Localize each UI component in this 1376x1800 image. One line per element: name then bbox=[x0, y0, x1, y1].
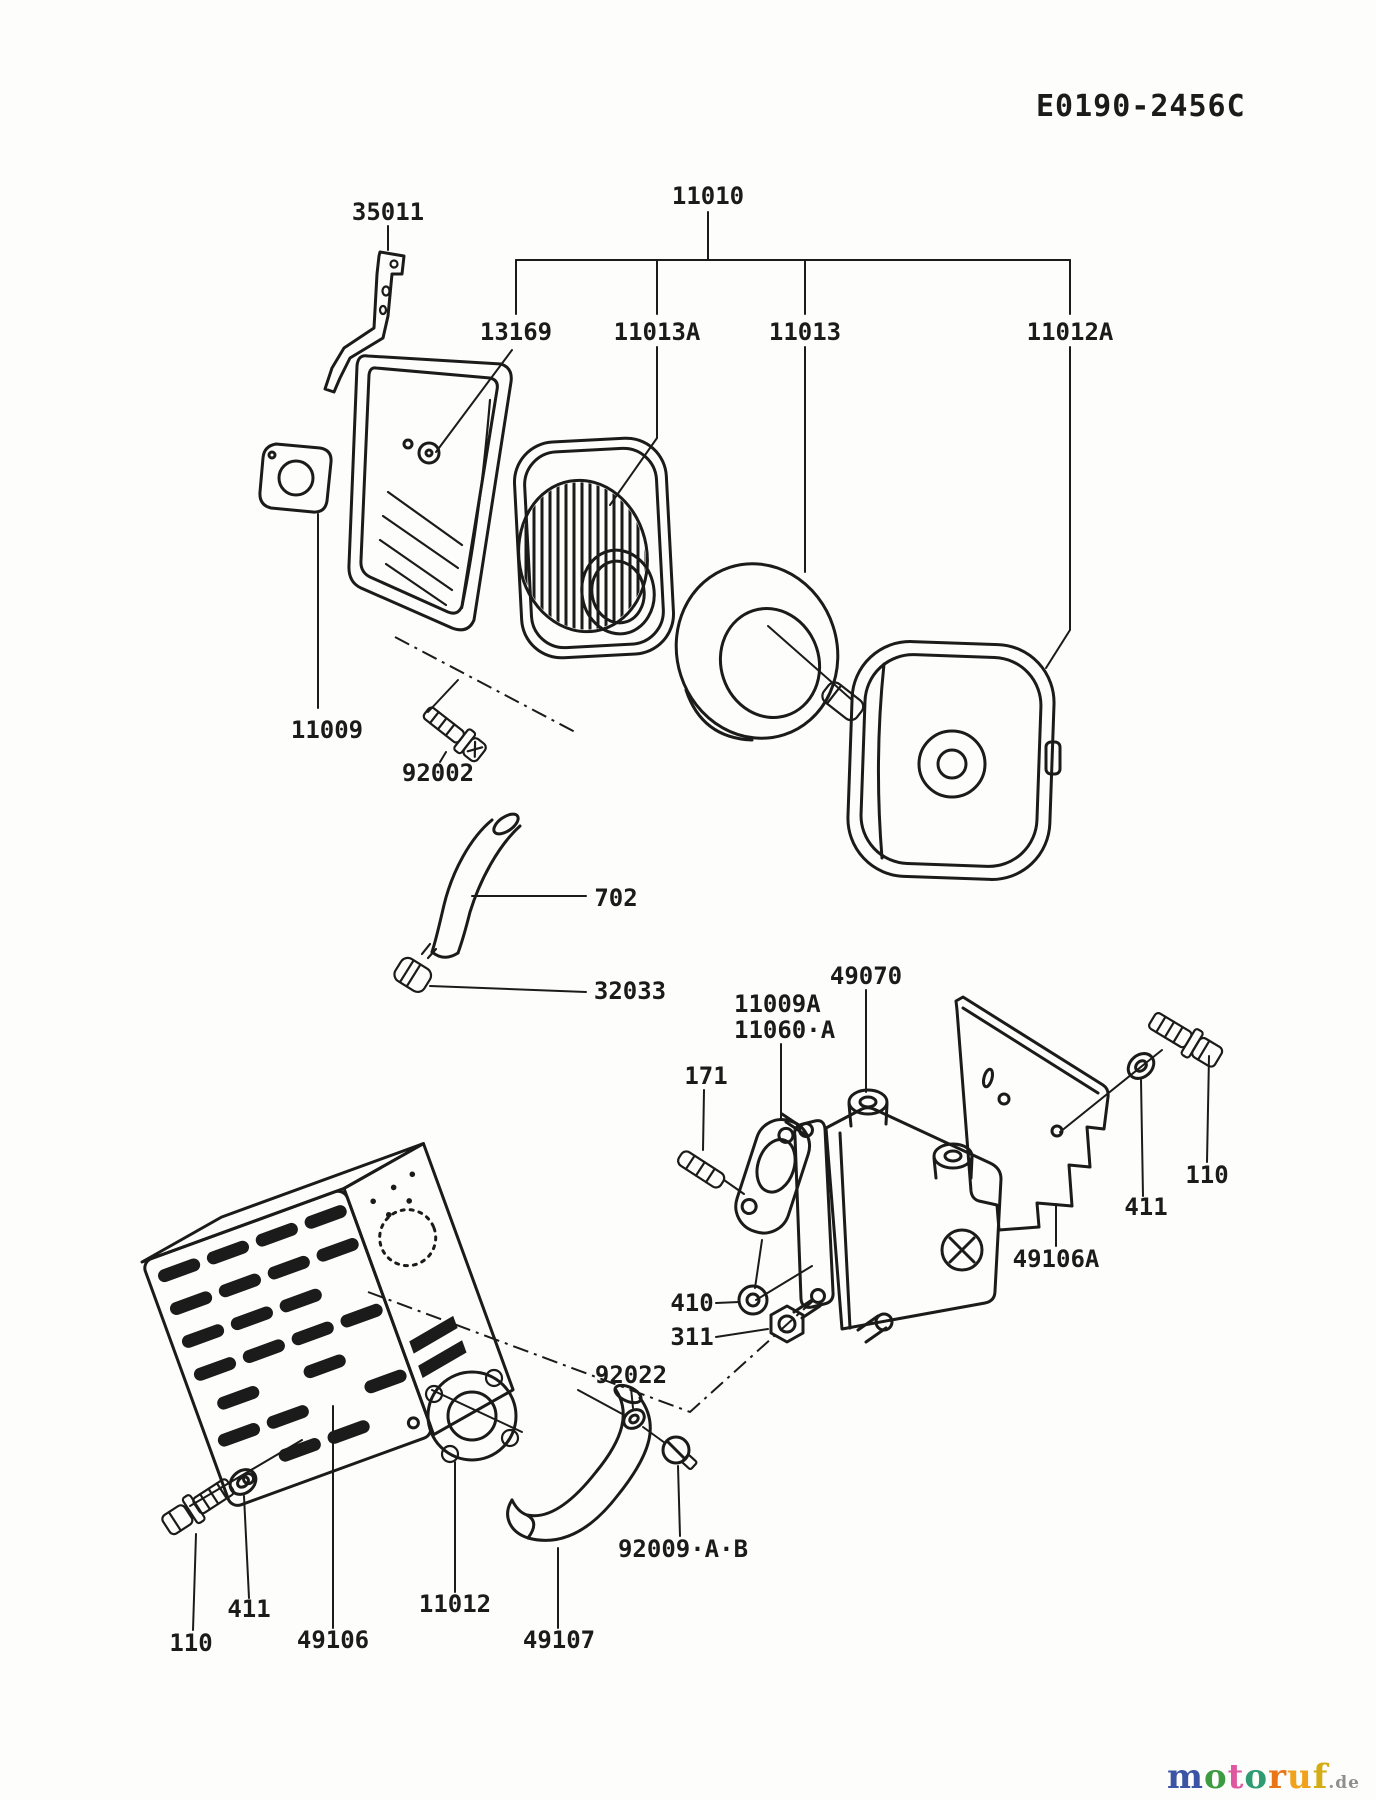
heat-shield-49106A-part bbox=[954, 995, 1110, 1232]
part-label-49070: 49070 bbox=[830, 962, 902, 990]
assembly-solid-lines bbox=[189, 625, 1163, 1507]
bolt-110-bottom-part bbox=[161, 1478, 235, 1536]
pipe-guard-49107-part bbox=[506, 1383, 652, 1542]
callout-bracket-11010 bbox=[515, 211, 1071, 315]
muffler-49070-part bbox=[780, 1088, 1003, 1344]
washer-411-bottom-part bbox=[228, 1468, 258, 1496]
air-cleaner-cover-11012A-part bbox=[821, 640, 1062, 881]
plate-11012-part bbox=[424, 1368, 520, 1464]
part-label-311: 311 bbox=[670, 1323, 713, 1351]
part-label-11009: 11009 bbox=[291, 716, 363, 744]
gasket-11009A-part bbox=[734, 1118, 811, 1235]
part-label-49106: 49106 bbox=[297, 1626, 369, 1654]
logo-letter: o bbox=[1203, 1757, 1228, 1797]
part-label-171: 171 bbox=[684, 1062, 727, 1090]
filter-element-11013A-part bbox=[512, 436, 676, 660]
washer-411-right-part bbox=[1126, 1052, 1156, 1080]
air-cleaner-housing-13169-part bbox=[347, 354, 513, 632]
leader-lines bbox=[192, 225, 1210, 1631]
clamp-32033-part bbox=[393, 942, 438, 994]
logo-letter: u bbox=[1287, 1757, 1313, 1797]
screw-92009-part bbox=[661, 1435, 698, 1471]
motoruf-logo[interactable]: motoruf.de bbox=[1167, 1760, 1360, 1794]
part-label-11060A: 11060·A bbox=[734, 1016, 836, 1044]
part-label-11010: 11010 bbox=[672, 182, 744, 210]
muffler-guard-49106-part bbox=[140, 1142, 515, 1507]
part-label-11009A: 11009A bbox=[734, 990, 821, 1018]
logo-letter: r bbox=[1268, 1757, 1287, 1797]
diagram-code: E0190-2456C bbox=[1036, 89, 1246, 124]
gasket-11009-part bbox=[258, 442, 333, 514]
assembly-axis-lines bbox=[367, 636, 815, 1414]
part-label-410: 410 bbox=[670, 1289, 713, 1317]
logo-letter: o bbox=[1244, 1757, 1269, 1797]
part-label-92022: 92022 bbox=[595, 1361, 667, 1389]
logo-letter: t bbox=[1227, 1757, 1245, 1797]
washer-410-part bbox=[737, 1284, 769, 1316]
part-label-702: 702 bbox=[594, 884, 637, 912]
bolt-110-right-part bbox=[1148, 1012, 1224, 1068]
stud-171-part bbox=[677, 1150, 726, 1189]
nut-311-part bbox=[769, 1304, 805, 1344]
breather-tube-702-part bbox=[430, 812, 522, 959]
part-label-13169: 13169 bbox=[480, 318, 552, 346]
part-label-110-right: 110 bbox=[1185, 1161, 1228, 1189]
screw-92002-part bbox=[422, 706, 487, 763]
part-label-92009AB: 92009·A·B bbox=[618, 1535, 748, 1563]
part-label-11012A: 11012A bbox=[1027, 318, 1114, 346]
logo-letter: m bbox=[1167, 1757, 1204, 1797]
part-label-411-bottom: 411 bbox=[227, 1595, 270, 1623]
part-label-411-right: 411 bbox=[1124, 1193, 1167, 1221]
part-label-35011: 35011 bbox=[352, 198, 424, 226]
part-label-11012: 11012 bbox=[419, 1590, 491, 1618]
part-label-11013: 11013 bbox=[769, 318, 841, 346]
part-label-49107: 49107 bbox=[523, 1626, 595, 1654]
logo-suffix: .de bbox=[1328, 1773, 1360, 1793]
part-label-92002: 92002 bbox=[402, 759, 474, 787]
foam-element-11013-part bbox=[674, 562, 840, 742]
washer-92022-part bbox=[622, 1408, 646, 1430]
part-label-110-bottom: 110 bbox=[169, 1629, 212, 1657]
part-label-32033: 32033 bbox=[594, 977, 666, 1005]
part-label-49106A: 49106A bbox=[1013, 1245, 1100, 1273]
logo-letter: f bbox=[1312, 1757, 1329, 1797]
part-label-11013A: 11013A bbox=[614, 318, 701, 346]
bracket-35011-part bbox=[323, 250, 406, 394]
